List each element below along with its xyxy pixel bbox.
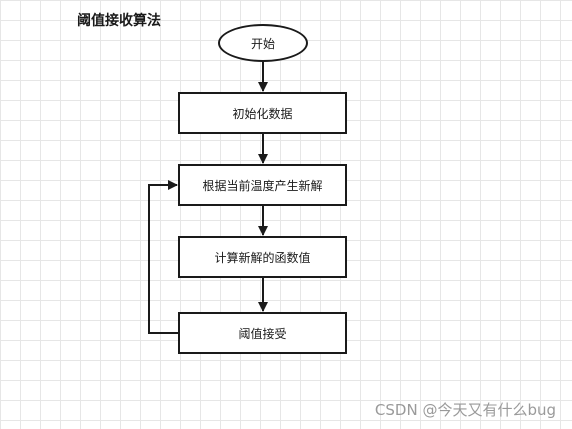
init-data-node[interactable]: 初始化数据 [178,92,347,134]
threshold-accept-node[interactable]: 阈值接受 [178,312,347,354]
evaluate-function-node[interactable]: 计算新解的函数值 [178,236,347,278]
generate-solution-node[interactable]: 根据当前温度产生新解 [178,164,347,206]
watermark-text: CSDN @今天又有什么bug [374,401,556,419]
start-node[interactable]: 开始 [218,24,308,62]
diagram-title: 阈值接收算法 [77,13,161,29]
edge-accept-to-generate-loop [148,180,178,334]
